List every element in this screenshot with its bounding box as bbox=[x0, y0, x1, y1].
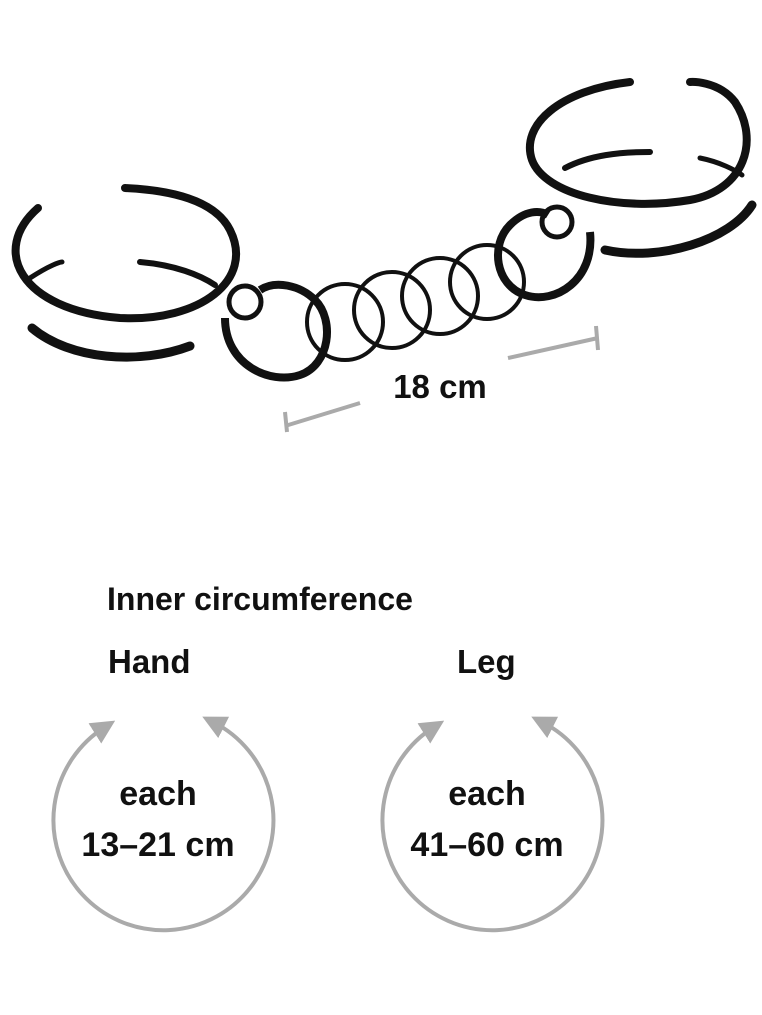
leg-circular-arrow-icon bbox=[380, 716, 605, 933]
leg-range: 41–60 cm bbox=[410, 826, 563, 864]
hand-circular-arrow-icon bbox=[51, 716, 276, 933]
right-cuff bbox=[526, 77, 757, 258]
heading: Inner circumference bbox=[107, 581, 413, 617]
leg-each: each bbox=[448, 775, 526, 813]
length-label: 18 cm bbox=[393, 368, 487, 405]
leg-title: Leg bbox=[457, 643, 516, 680]
hand-title: Hand bbox=[108, 643, 191, 680]
length-measure bbox=[283, 325, 600, 433]
left-cuff bbox=[11, 184, 240, 362]
hand-each: each bbox=[119, 775, 197, 813]
chain bbox=[221, 204, 595, 382]
hand-range: 13–21 cm bbox=[81, 826, 234, 864]
